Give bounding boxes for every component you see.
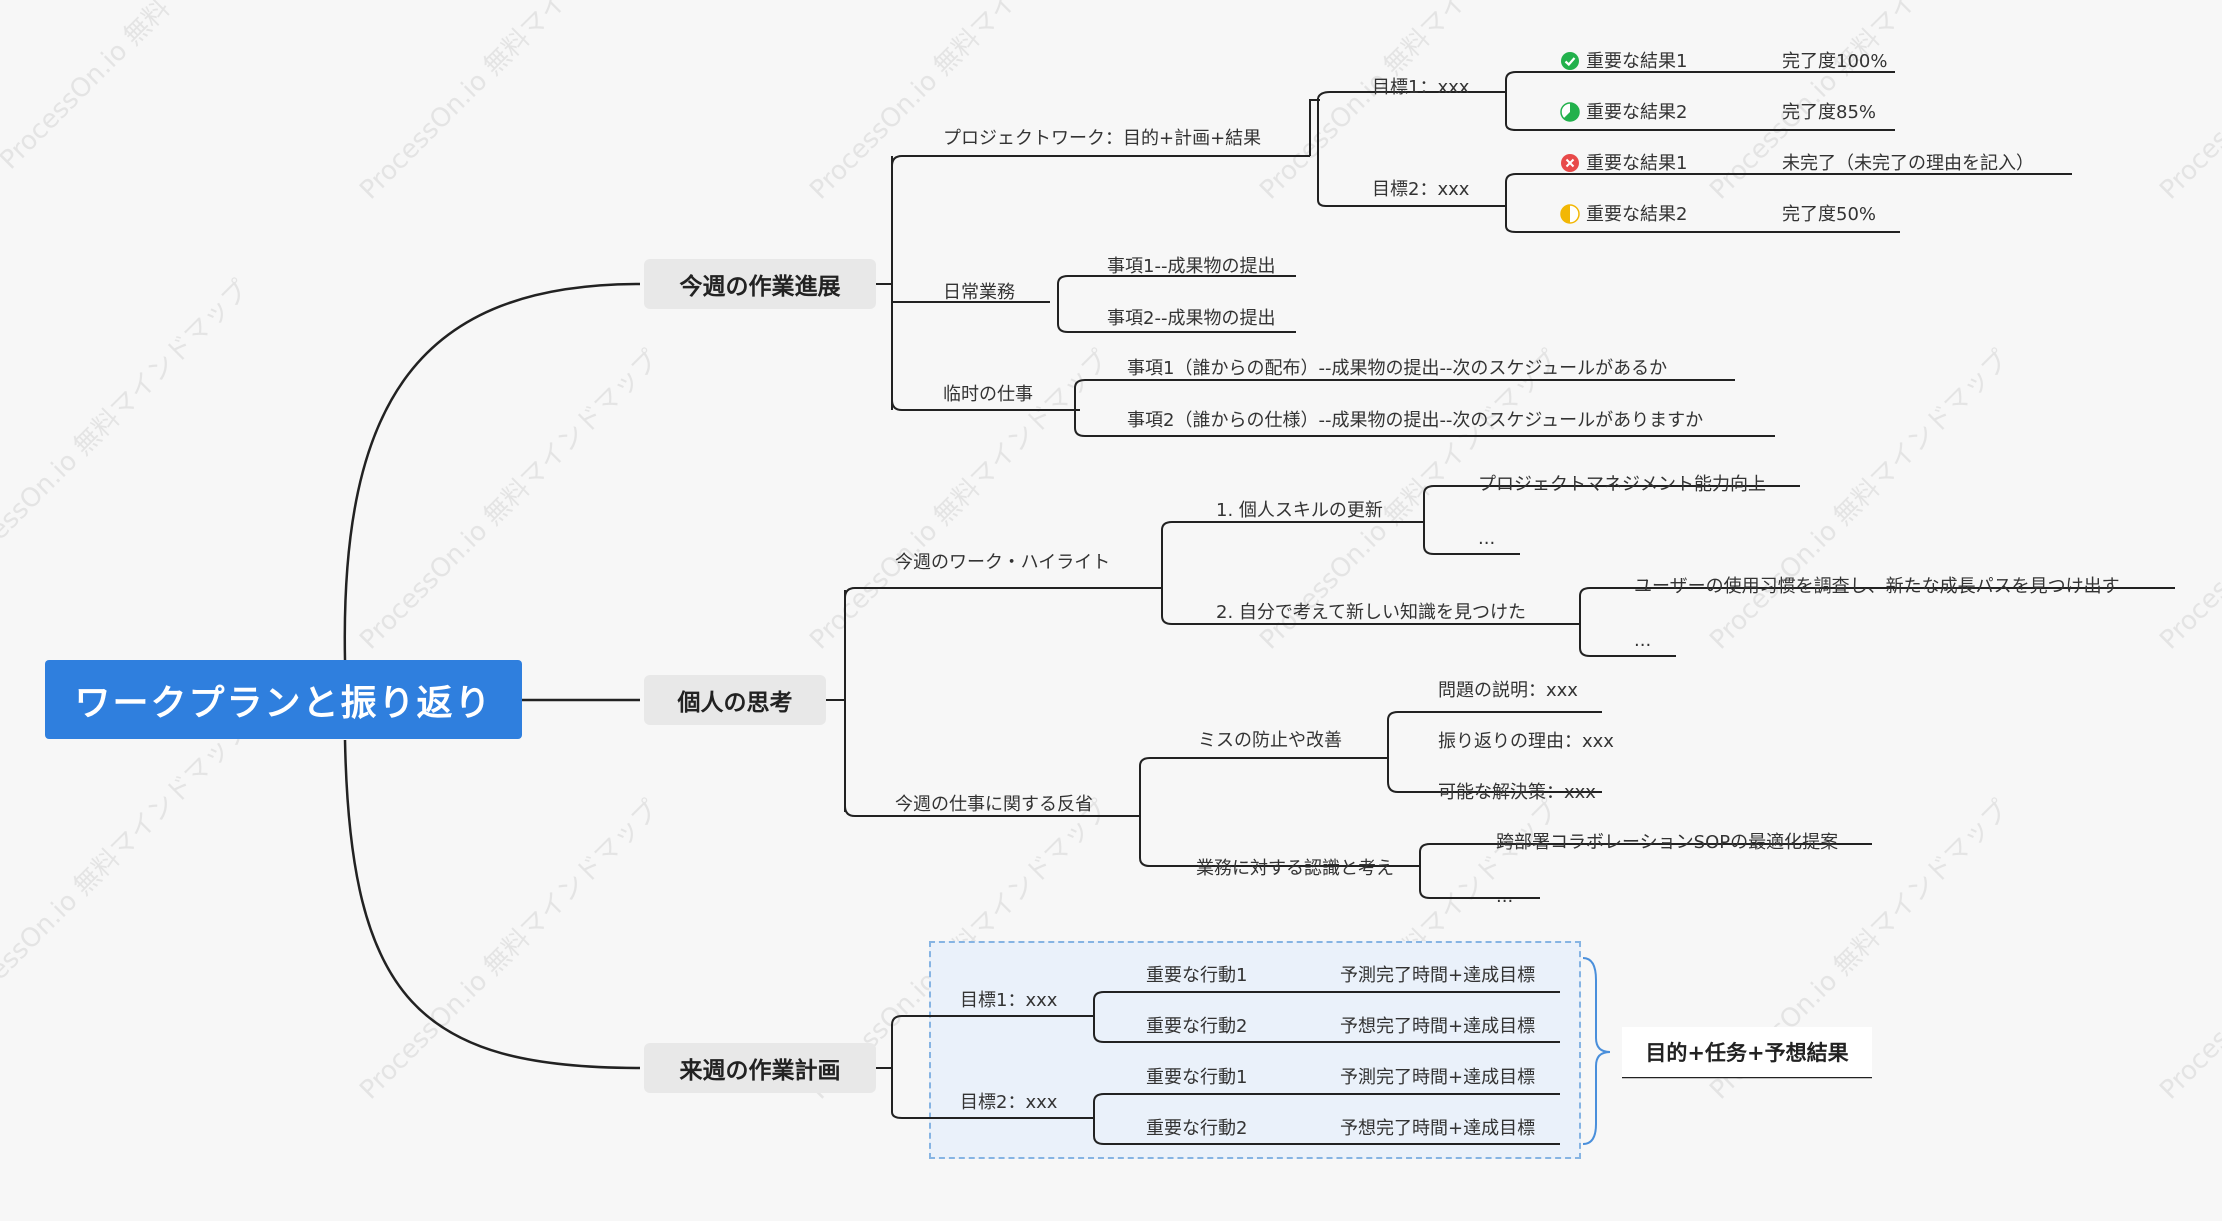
summary-topic[interactable]: 目的+任务+予想結果 (1622, 1027, 1872, 1077)
mistake-item[interactable]: 問題の説明：xxx (1438, 680, 1578, 701)
recognition-item[interactable]: 跨部署コラボレーションSOPの最適化提案 (1496, 832, 1839, 853)
action-target: 予測完了時間+達成目標 (1340, 965, 1536, 986)
daily-work-label[interactable]: 日常業務 (943, 282, 1015, 303)
result-status: 完了度50% (1782, 204, 1877, 225)
connector-root-next-week (343, 739, 641, 1070)
goal1-label[interactable]: 目標1：xxx (1372, 77, 1470, 98)
action-label[interactable]: 重要な行動2 (1146, 1118, 1248, 1139)
next-week-plan-box (929, 941, 1581, 1159)
result-status: 完了度100% (1782, 51, 1888, 72)
next-goal2-label[interactable]: 目標2：xxx (960, 1092, 1058, 1113)
mistake-label[interactable]: ミスの防止や改善 (1198, 730, 1342, 751)
knowledge-label[interactable]: 2. 自分で考えて新しい知識を見つけた (1216, 602, 1526, 623)
temp-item[interactable]: 事項1（誰からの配布）--成果物の提出--次のスケジュールがあるか (1127, 358, 1668, 379)
project-work-label[interactable]: プロジェクトワーク：目的+計画+結果 (943, 128, 1262, 149)
skill-update-label[interactable]: 1. 個人スキルの更新 (1216, 500, 1383, 521)
summary-brace (1582, 957, 1611, 1145)
reflection-label[interactable]: 今週の仕事に関する反省 (895, 794, 1093, 815)
half-circle-icon (1560, 204, 1580, 224)
branch-next-week[interactable]: 来週の作業計画 (644, 1043, 876, 1093)
temp-work-label[interactable]: 临时の仕事 (943, 384, 1033, 405)
knowledge-item[interactable]: ... (1634, 630, 1652, 651)
mistake-item[interactable]: 可能な解決策：xxx (1438, 782, 1596, 803)
skill-item[interactable]: ... (1478, 528, 1496, 549)
highlight-label[interactable]: 今週のワーク・ハイライト (895, 552, 1111, 573)
connector-next-week (876, 991, 1560, 1145)
action-target: 予想完了時間+達成目標 (1340, 1118, 1536, 1139)
pie-progress-icon (1560, 102, 1580, 122)
check-circle-icon (1560, 51, 1580, 71)
recognition-label[interactable]: 業務に対する認識と考え (1196, 858, 1394, 879)
result-label[interactable]: 重要な結果1 (1586, 51, 1688, 72)
result-label[interactable]: 重要な結果2 (1586, 204, 1688, 225)
skill-item[interactable]: プロジェクトマネジメント能力向上 (1478, 474, 1766, 495)
action-label[interactable]: 重要な行動2 (1146, 1016, 1248, 1037)
recognition-item[interactable]: ... (1496, 886, 1514, 907)
cross-circle-icon (1560, 153, 1580, 173)
result-label[interactable]: 重要な結果2 (1586, 102, 1688, 123)
result-status: 完了度85% (1782, 102, 1877, 123)
daily-item[interactable]: 事項2--成果物の提出 (1107, 308, 1276, 329)
next-goal1-label[interactable]: 目標1：xxx (960, 990, 1058, 1011)
action-target: 予想完了時間+達成目標 (1340, 1016, 1536, 1037)
temp-item[interactable]: 事項2（誰からの仕様）--成果物の提出--次のスケジュールがありますか (1127, 410, 1704, 431)
goal2-label[interactable]: 目標2：xxx (1372, 179, 1470, 200)
daily-item[interactable]: 事項1--成果物の提出 (1107, 256, 1276, 277)
mistake-item[interactable]: 振り返りの理由：xxx (1438, 731, 1614, 752)
result-status: 未完了（未完了の理由を記入） (1782, 153, 2034, 174)
connector-this-week (876, 71, 2072, 437)
branch-this-week[interactable]: 今週の作業進展 (644, 259, 876, 309)
action-label[interactable]: 重要な行動1 (1146, 1067, 1248, 1088)
knowledge-item[interactable]: ユーザーの使用习惯を調査し、新たな成長パスを見つけ出す (1634, 576, 2120, 597)
root-topic[interactable]: ワークプランと振り返り (45, 660, 522, 739)
branch-thinking[interactable]: 個人の思考 (644, 675, 826, 725)
action-target: 予測完了時間+達成目標 (1340, 1067, 1536, 1088)
connector-thinking (826, 485, 2175, 899)
result-label[interactable]: 重要な結果1 (1586, 153, 1688, 174)
connector-root-this-week (343, 282, 641, 661)
action-label[interactable]: 重要な行動1 (1146, 965, 1248, 986)
